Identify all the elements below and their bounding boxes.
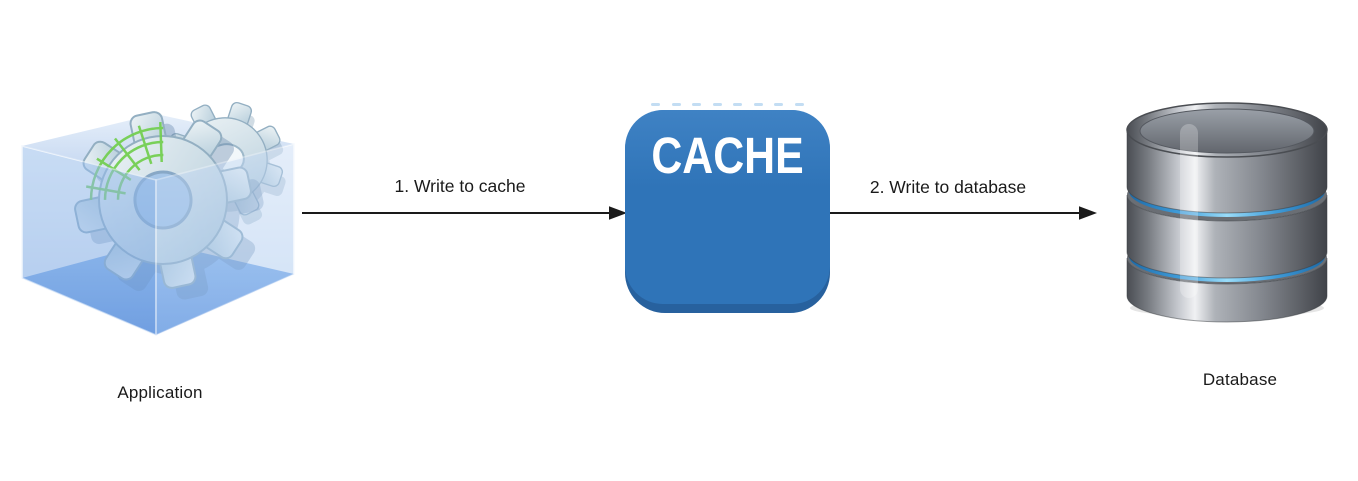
cache-node: CACHE: [625, 103, 830, 313]
cache-label: CACHE: [651, 127, 804, 184]
application-label: Application: [117, 383, 203, 402]
arrow-write-to-cache: [302, 206, 627, 220]
app-box-left-face: [21, 145, 157, 337]
db-disc-top: [1126, 129, 1328, 214]
app-box-right-face: [155, 143, 295, 337]
application-icon: [21, 101, 295, 337]
edge-label-write-to-cache: 1. Write to cache: [394, 176, 526, 196]
cache-top-dashes: [651, 103, 804, 106]
db-lid: [1126, 102, 1328, 158]
database-icon: [1126, 102, 1328, 323]
database-label: Database: [1202, 370, 1278, 389]
arrow-write-to-database: [830, 206, 1097, 220]
db-highlight-stripe: [1180, 124, 1198, 298]
edge-label-write-to-database: 2. Write to database: [869, 177, 1027, 197]
cache-face: CACHE: [625, 103, 830, 304]
